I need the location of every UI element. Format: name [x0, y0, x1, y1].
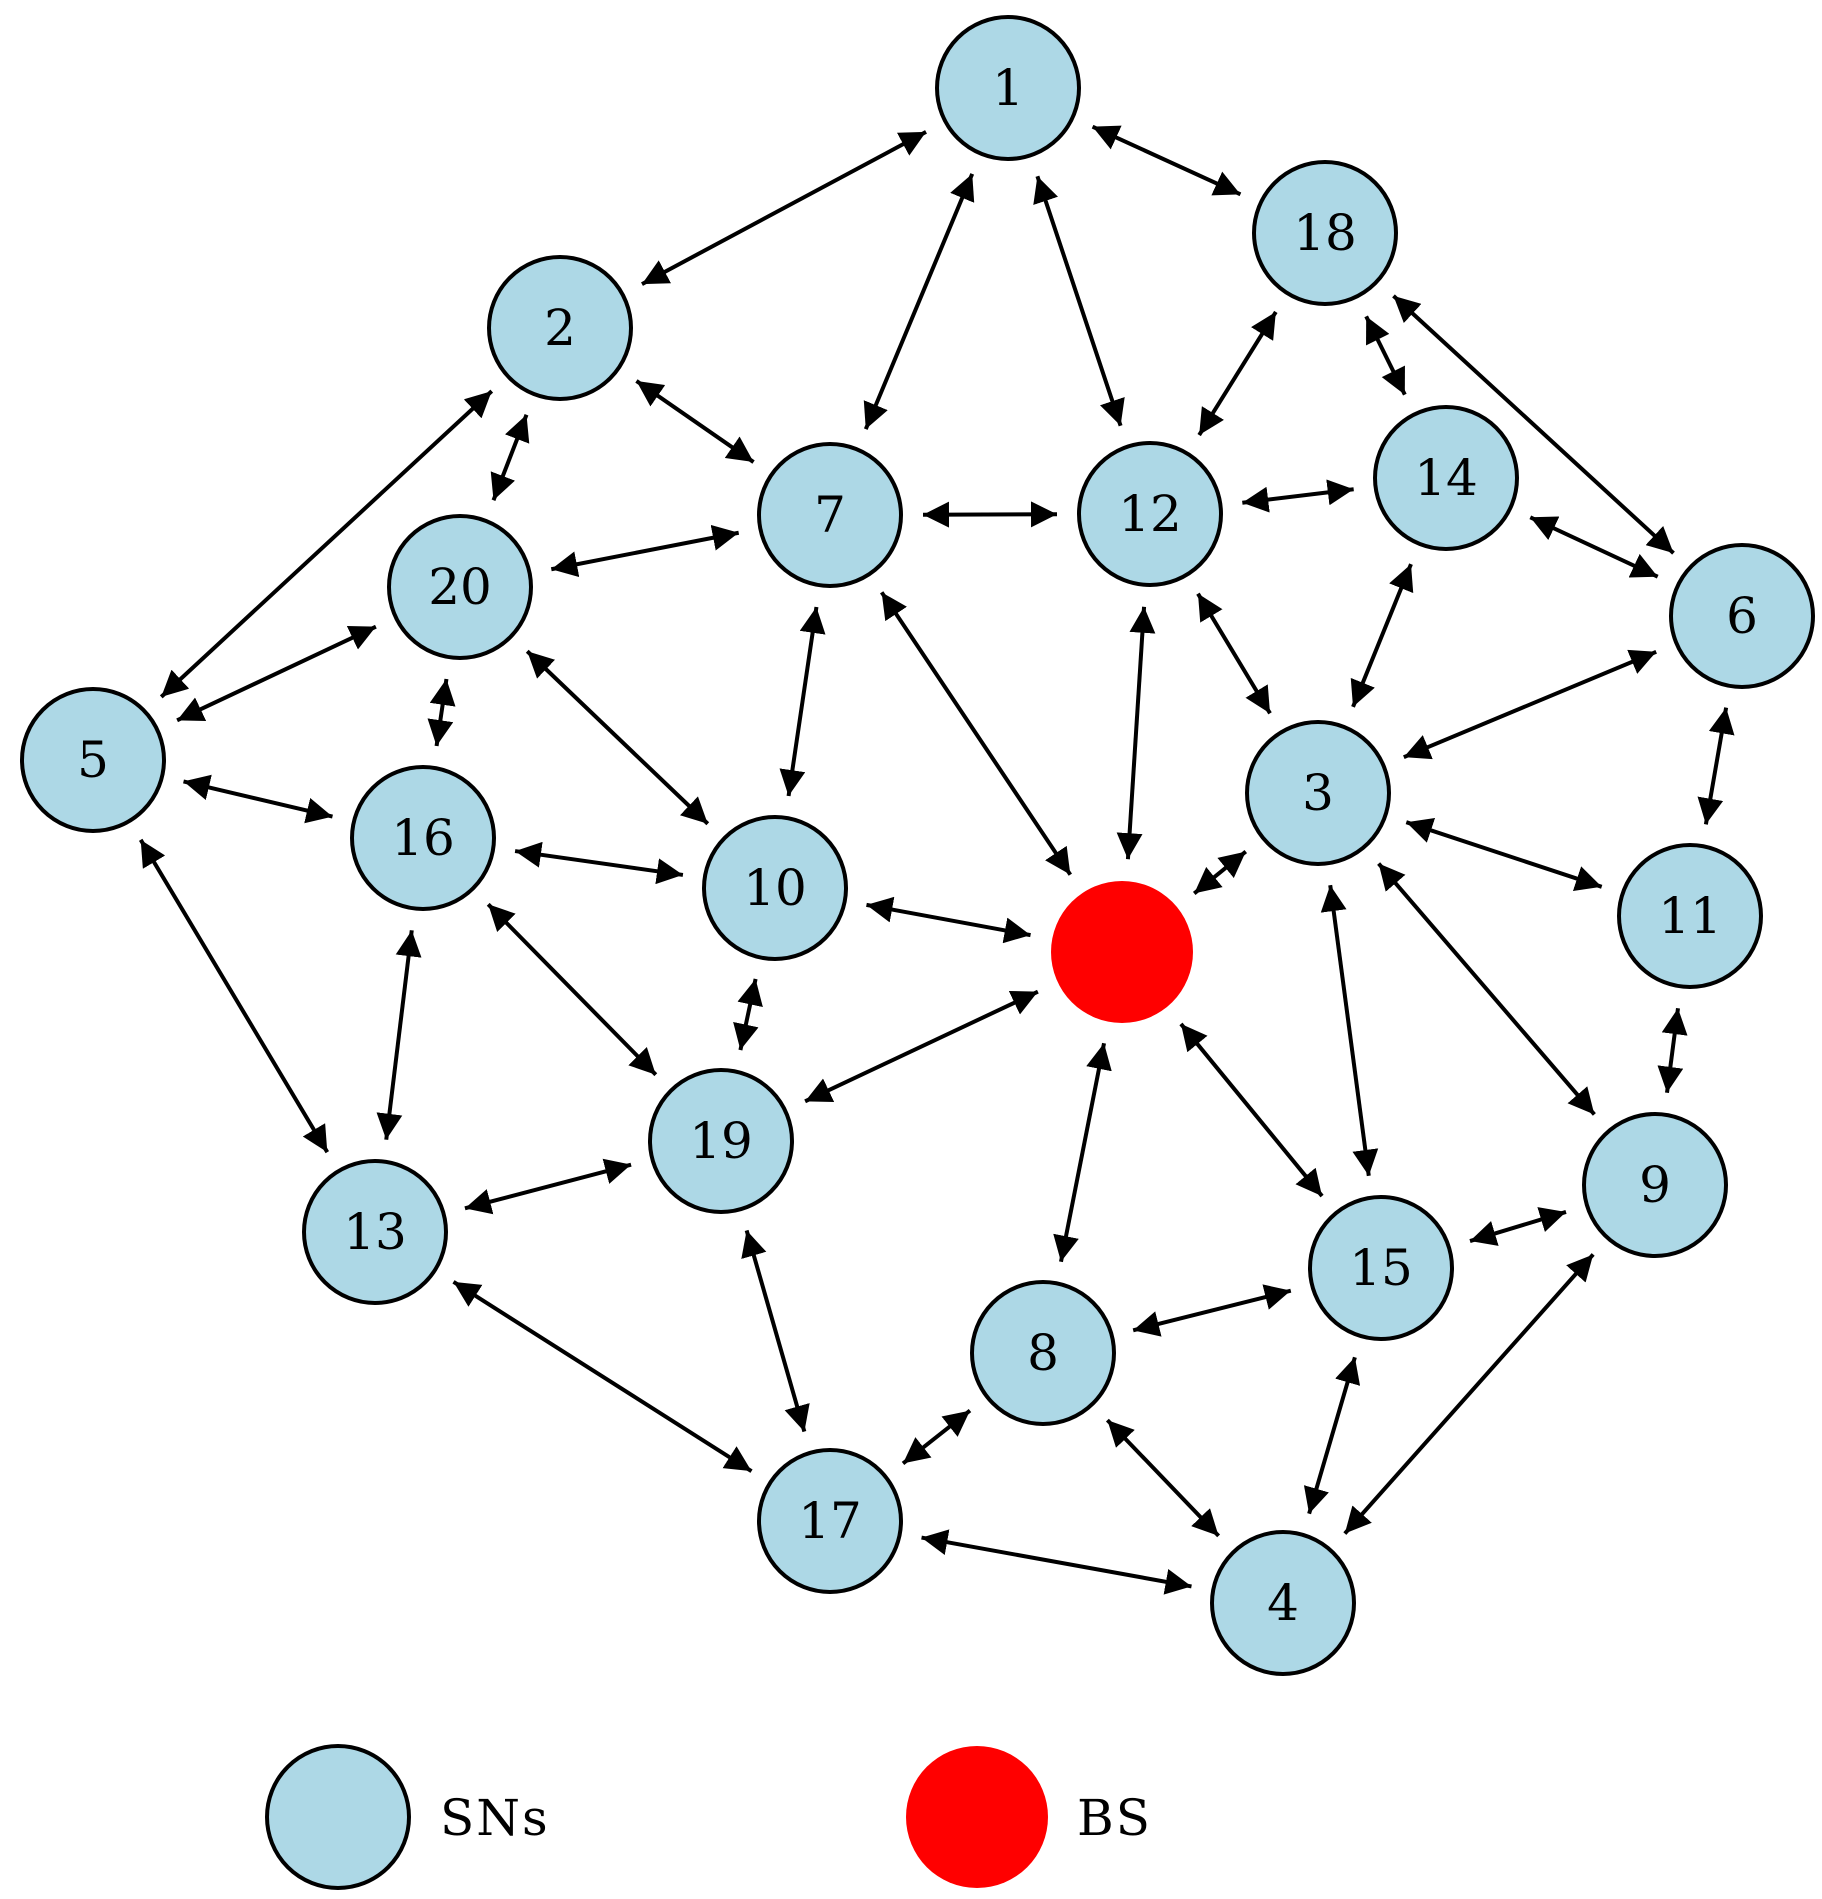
edge-3-15 [1320, 884, 1379, 1177]
sensor-node-12 [1077, 441, 1223, 587]
edge-bs-8 [1053, 1042, 1112, 1263]
sensor-node-7 [757, 442, 903, 588]
sensor-node-4 [1210, 1530, 1356, 1676]
edge-1-7 [863, 173, 975, 430]
sensor-node-1 [935, 15, 1081, 161]
node-label-9: 9 [1639, 1156, 1671, 1214]
node-label-6: 6 [1726, 587, 1758, 645]
edge-15-4 [1303, 1356, 1361, 1515]
node-label-10: 10 [743, 859, 807, 917]
legend-sn-label: SNs [440, 1789, 550, 1847]
edge-20-7 [550, 524, 740, 578]
edge-13-17 [452, 1280, 753, 1473]
edge-12-3 [1196, 592, 1272, 715]
node-label-12: 12 [1118, 485, 1182, 543]
edge-2-7 [635, 379, 755, 464]
edge-16-10 [514, 841, 684, 885]
legend-sn-marker [265, 1744, 411, 1890]
sensor-node-10 [702, 815, 848, 961]
node-label-14: 14 [1414, 449, 1478, 507]
edge-18-14 [1364, 315, 1407, 396]
sensor-node-20 [387, 514, 533, 660]
edge-20-5 [176, 624, 377, 723]
node-label-17: 17 [798, 1492, 862, 1550]
node-label-4: 4 [1267, 1574, 1299, 1632]
sensor-node-19 [648, 1068, 794, 1214]
sensor-node-18 [1252, 160, 1398, 306]
edge-3-9 [1377, 862, 1596, 1116]
edge-10-19 [733, 978, 763, 1051]
node-label-19: 19 [689, 1112, 753, 1170]
legend-bs-marker [906, 1746, 1048, 1888]
edge-7-10 [779, 606, 826, 797]
legend-bs-label: BS [1077, 1789, 1152, 1847]
node-label-1: 1 [992, 59, 1024, 117]
edge-15-8 [1132, 1284, 1292, 1337]
edge-9-4 [1343, 1253, 1595, 1535]
edge-5-13 [138, 838, 330, 1154]
base-station-node [1051, 881, 1193, 1023]
edge-8-4 [1105, 1418, 1221, 1538]
sensor-node-3 [1245, 720, 1391, 866]
edge-8-17 [901, 1409, 972, 1465]
legend: SNs BS [265, 1744, 1152, 1890]
node-label-16: 16 [391, 809, 455, 867]
edge-5-16 [183, 774, 333, 824]
edge-11-9 [1657, 1007, 1688, 1094]
edge-7-bs [880, 591, 1072, 876]
edge-10-bs [866, 896, 1031, 944]
edge-12-14 [1242, 479, 1354, 513]
edge-17-4 [921, 1529, 1192, 1595]
sensor-node-13 [302, 1159, 448, 1305]
node-label-7: 7 [814, 486, 846, 544]
node-label-15: 15 [1349, 1239, 1413, 1297]
sensor-node-17 [757, 1448, 903, 1594]
sensor-node-6 [1669, 543, 1815, 689]
sensor-node-5 [20, 687, 166, 833]
edge-bs-19 [804, 989, 1039, 1104]
node-label-2: 2 [544, 299, 576, 357]
node-label-18: 18 [1293, 204, 1357, 262]
node-label-3: 3 [1302, 764, 1334, 822]
edge-6-11 [1697, 707, 1735, 825]
sensor-node-2 [487, 255, 633, 401]
node-label-11: 11 [1658, 887, 1722, 945]
sensor-node-9 [1582, 1112, 1728, 1258]
edge-18-12 [1197, 310, 1278, 437]
sensor-node-8 [970, 1280, 1116, 1426]
edge-16-19 [486, 902, 658, 1077]
edge-19-17 [741, 1229, 810, 1433]
edge-18-6 [1392, 294, 1675, 555]
edge-9-15 [1469, 1207, 1567, 1246]
edge-3-bs [1192, 850, 1248, 895]
edge-3-11 [1405, 818, 1603, 891]
edge-12-bs [1116, 606, 1156, 860]
edge-20-16 [427, 678, 456, 747]
sensor-node-11 [1617, 843, 1763, 989]
edge-16-13 [376, 930, 422, 1140]
edge-20-10 [525, 649, 710, 826]
edge-6-3 [1403, 649, 1657, 760]
node-label-20: 20 [428, 558, 492, 616]
node-label-13: 13 [343, 1203, 407, 1261]
edge-13-19 [464, 1158, 632, 1215]
edge-1-2 [641, 130, 927, 286]
edge-bs-15 [1179, 1022, 1324, 1198]
sensor-node-14 [1373, 405, 1519, 551]
edge-1-18 [1091, 124, 1242, 197]
edge-1-12 [1033, 175, 1125, 427]
node-label-8: 8 [1027, 1324, 1059, 1382]
edge-14-6 [1529, 515, 1659, 579]
sensor-node-15 [1308, 1195, 1454, 1341]
edge-14-3 [1350, 563, 1414, 708]
node-label-5: 5 [77, 731, 109, 789]
edges [138, 124, 1735, 1595]
sensor-node-16 [350, 765, 496, 911]
edge-2-20 [490, 414, 530, 501]
